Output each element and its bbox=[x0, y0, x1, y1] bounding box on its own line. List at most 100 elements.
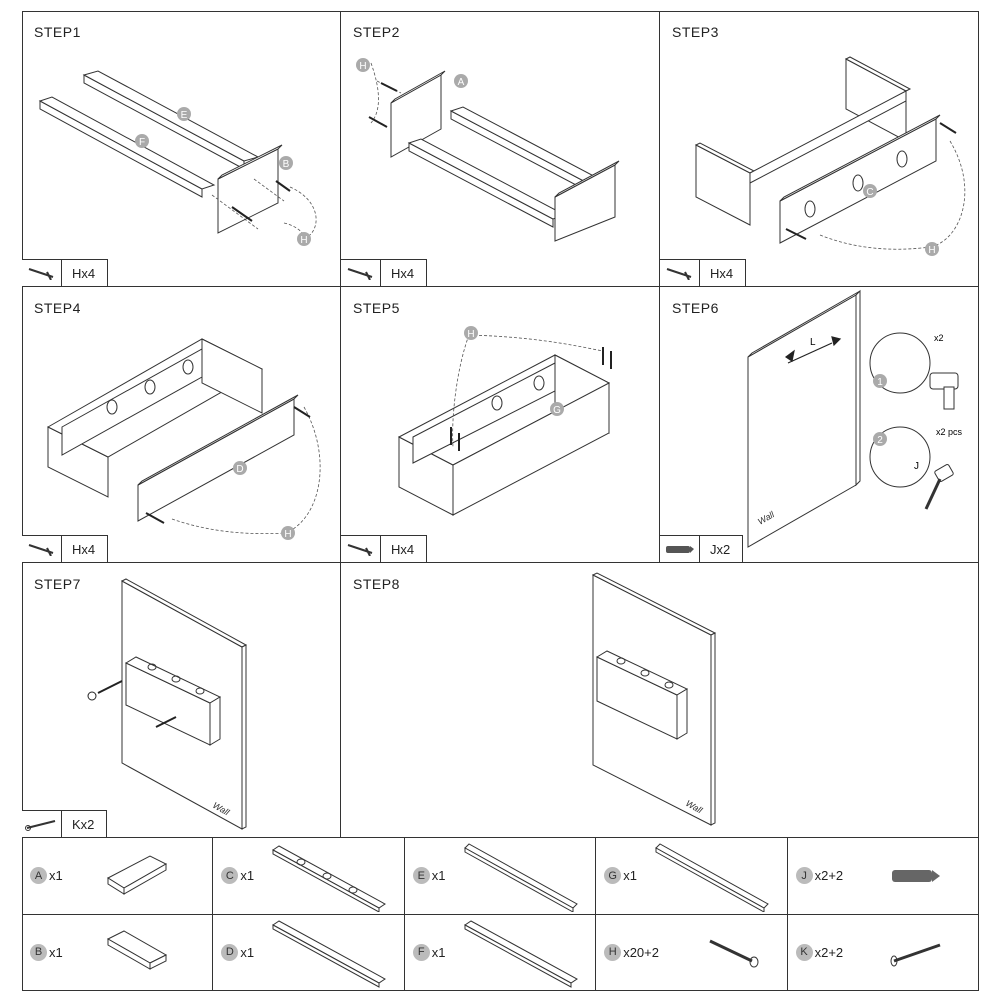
part-qty: x1 bbox=[49, 944, 63, 960]
part-g-icon bbox=[655, 843, 770, 912]
svg-text:B: B bbox=[283, 159, 290, 170]
part-letter: E bbox=[412, 867, 430, 884]
part-letter: F bbox=[412, 943, 430, 961]
screw-icon bbox=[341, 260, 381, 286]
hardware-badge: Hx4 bbox=[22, 259, 109, 286]
hardware-qty: Jx2 bbox=[710, 541, 731, 557]
step-title: STEP8 bbox=[353, 576, 400, 592]
step2-panel: STEP2 H A Hx4 bbox=[341, 11, 660, 287]
step4-illustration: D H bbox=[46, 338, 321, 540]
svg-text:H: H bbox=[928, 245, 935, 256]
hardware-qty: Hx4 bbox=[391, 265, 415, 281]
svg-text:2: 2 bbox=[877, 435, 883, 446]
part-letter: B bbox=[30, 943, 47, 961]
distance-label: L bbox=[810, 337, 816, 348]
part-qty: x1 bbox=[49, 868, 63, 883]
part-b-icon bbox=[106, 929, 168, 970]
part-label-h bbox=[464, 326, 478, 340]
hardware-badge: Hx4 bbox=[660, 259, 747, 286]
part-e-icon bbox=[463, 843, 578, 912]
hardware-qty: Kx2 bbox=[72, 816, 95, 832]
svg-text:F: F bbox=[139, 137, 145, 148]
part-qty: x1 bbox=[240, 868, 255, 883]
part-label-h bbox=[925, 242, 939, 256]
part-a-icon bbox=[106, 855, 168, 895]
part-qty: x1 bbox=[431, 868, 446, 883]
hardware-badge: Hx4 bbox=[341, 535, 428, 562]
part-c-icon bbox=[272, 845, 387, 912]
step5-panel: STEP5 H G Hx4 bbox=[341, 287, 660, 563]
step-title: STEP4 bbox=[34, 300, 81, 316]
part-label-g bbox=[550, 402, 564, 416]
step8-illustration: Wall bbox=[591, 572, 717, 826]
part-label-h bbox=[281, 526, 295, 540]
svg-text:G: G bbox=[553, 405, 561, 416]
screw-icon bbox=[22, 536, 62, 562]
part-qty: x1 bbox=[431, 944, 446, 960]
part-qty: x1 bbox=[240, 944, 255, 960]
svg-text:H: H bbox=[467, 329, 474, 340]
step6-illustration: Wall L 1 2 x2 x2 pcs J bbox=[747, 289, 963, 548]
hardware-badge: Hx4 bbox=[341, 259, 428, 286]
part-letter: K bbox=[795, 943, 813, 961]
drill-icon bbox=[929, 372, 959, 410]
svg-text:E: E bbox=[181, 110, 188, 121]
step5-illustration: H G bbox=[397, 326, 612, 516]
part-qty: x2+2 bbox=[814, 944, 844, 960]
part-qty: x1 bbox=[623, 868, 637, 883]
step6-panel: STEP6 Wall L 1 2 x2 x2 pcs J bbox=[660, 287, 979, 563]
hardware-badge: Jx2 bbox=[660, 535, 744, 562]
screw-icon bbox=[22, 260, 62, 286]
part-d-icon bbox=[272, 919, 387, 988]
screw-icon bbox=[341, 536, 381, 562]
part-qty: x2+2 bbox=[814, 868, 844, 883]
anchor-icon bbox=[891, 870, 940, 882]
step-title: STEP7 bbox=[34, 576, 81, 592]
hammer-icon bbox=[924, 464, 954, 510]
svg-text:C: C bbox=[866, 187, 873, 198]
step-number-1 bbox=[873, 374, 887, 388]
step-title: STEP6 bbox=[672, 300, 719, 316]
part-f-icon bbox=[463, 919, 578, 988]
step3-illustration: C H bbox=[694, 56, 966, 256]
part-letter: D bbox=[221, 943, 239, 961]
svg-text:1: 1 bbox=[877, 377, 883, 388]
svg-text:H: H bbox=[300, 235, 307, 246]
svg-text:D: D bbox=[236, 464, 243, 475]
anchor-label: J bbox=[914, 461, 919, 472]
hardware-qty: Hx4 bbox=[72, 265, 96, 281]
part-qty: x20+2 bbox=[623, 944, 659, 960]
step-title: STEP5 bbox=[353, 300, 400, 316]
hardware-qty: Hx4 bbox=[710, 265, 734, 281]
screw-icon bbox=[660, 260, 700, 286]
step8-panel: STEP8 Wall bbox=[341, 563, 979, 838]
part-label-c bbox=[863, 184, 877, 198]
step-number-2 bbox=[873, 432, 887, 446]
part-label-h bbox=[356, 58, 370, 72]
hardware-qty: Hx4 bbox=[72, 541, 96, 557]
nail-icon bbox=[22, 811, 62, 837]
hardware-badge: Kx2 bbox=[22, 810, 108, 837]
part-label-a bbox=[454, 74, 468, 88]
step2-illustration: H A bbox=[356, 58, 620, 242]
anchor-icon bbox=[660, 536, 700, 562]
part-letter: H bbox=[604, 943, 622, 961]
anchor-count: x2 pcs bbox=[936, 427, 963, 437]
step-title: STEP2 bbox=[353, 24, 400, 40]
part-label-b bbox=[279, 156, 293, 170]
step1-illustration: E F B H bbox=[38, 70, 317, 246]
step1-panel: STEP1 E F B H Hx4 bbox=[22, 11, 341, 287]
part-letter: J bbox=[795, 867, 813, 884]
step-title: STEP1 bbox=[34, 24, 81, 40]
screw-icon bbox=[709, 939, 759, 967]
svg-text:H: H bbox=[284, 529, 291, 540]
